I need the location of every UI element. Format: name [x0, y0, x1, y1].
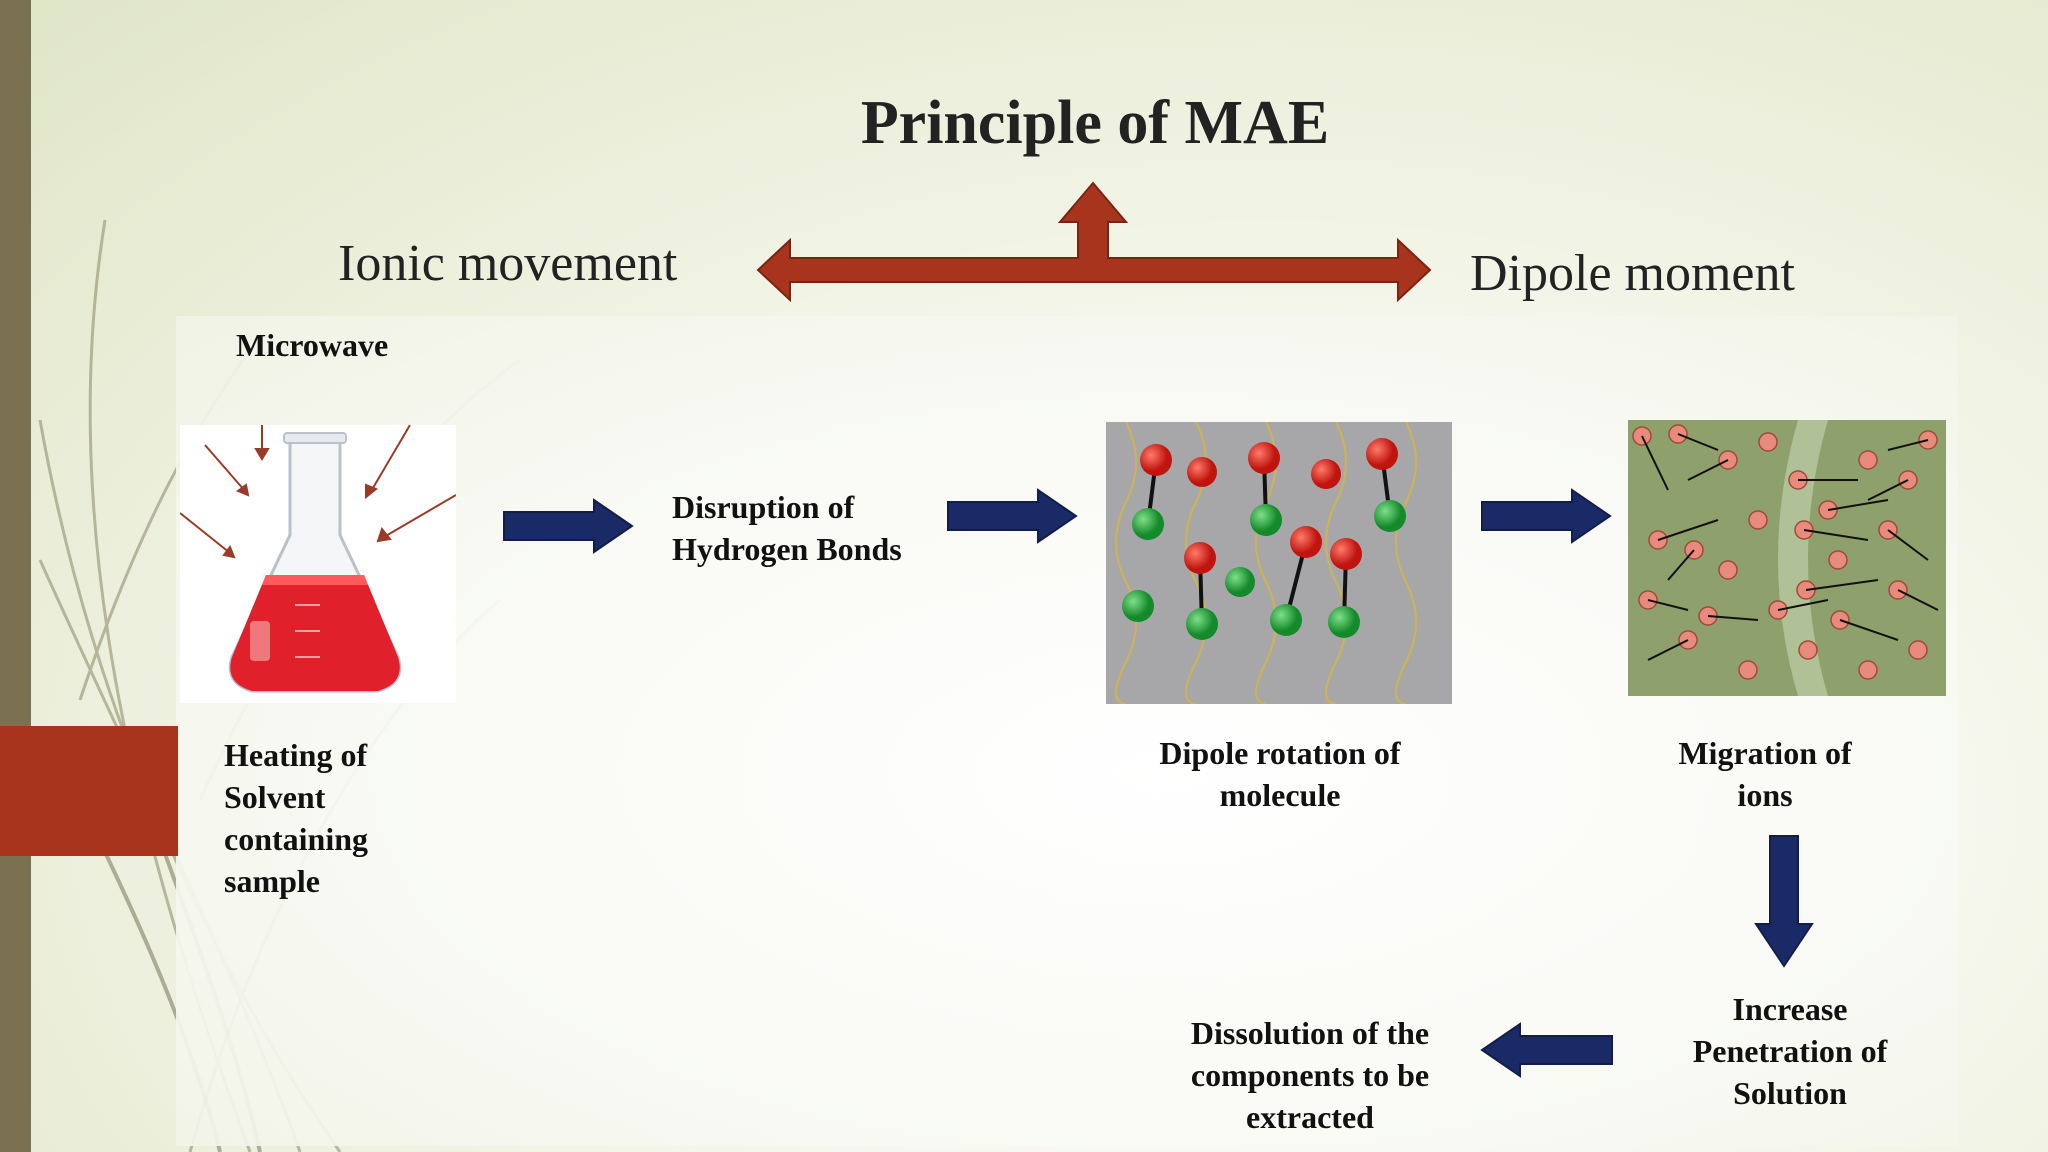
dissolution-label: Dissolution of the components to be extr… [1190, 1015, 1430, 1135]
ionic-movement-label: Ionic movement [338, 235, 678, 292]
left-accent-block [0, 726, 178, 856]
microwave-label: Microwave [236, 327, 389, 363]
microwave-arrows [180, 425, 456, 559]
heating-label: Heating of Solvent containing sample [224, 737, 369, 899]
arrow-3 [1481, 488, 1612, 544]
slide-title: Principle of MAE [860, 89, 1330, 157]
arrow-1 [503, 498, 634, 554]
arrow-down [1754, 835, 1814, 968]
flask-image [180, 425, 456, 703]
ions-image [1628, 420, 1946, 696]
left-decor-strip [0, 0, 31, 1152]
increase-penetration-label: Increase Penetration of Solution [1692, 991, 1888, 1111]
ion-migration-icon [1632, 420, 1939, 696]
arrow-2 [947, 488, 1078, 544]
disruption-label: Disruption of Hydrogen Bonds [672, 489, 902, 567]
flask-icon [228, 432, 402, 693]
arrow-left [1480, 1022, 1613, 1078]
migration-label: Migration of ions [1678, 735, 1852, 813]
dipoles-image [1106, 422, 1452, 704]
dipole-moment-label: Dipole moment [1470, 245, 1795, 302]
dipole-molecules-icon [1115, 422, 1417, 704]
dipole-rotation-label: Dipole rotation of molecule [1159, 735, 1401, 813]
red-double-arrow [756, 181, 1432, 303]
